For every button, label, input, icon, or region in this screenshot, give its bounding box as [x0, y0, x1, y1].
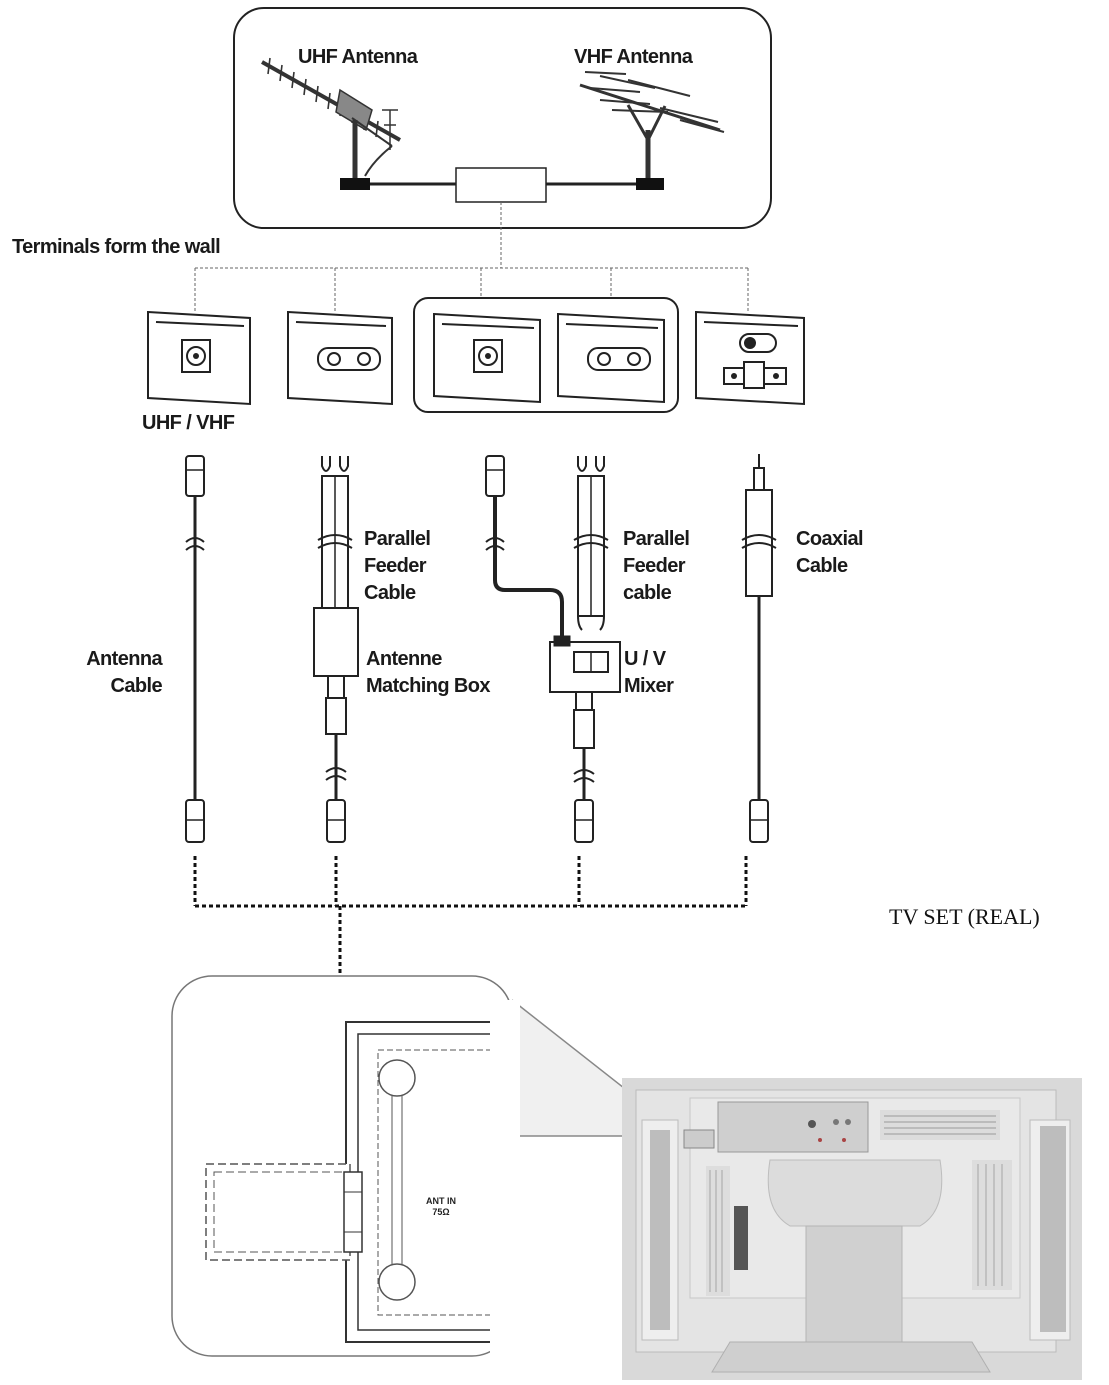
wall-terminal-coaxial: [695, 310, 805, 406]
connection-bus: [193, 856, 748, 976]
uhf-antenna-label: UHF Antenna: [298, 46, 418, 68]
uv-mixer-cables-icon: [485, 455, 621, 843]
wall-terminal-vhf: [557, 312, 665, 404]
tv-set-label: TV SET (REAL): [889, 904, 1040, 929]
parallel-feeder-cable-label-1: Parallel Feeder Cable: [364, 528, 431, 604]
wall-terminal-feeder: [287, 310, 393, 406]
uhf-antenna-icon: [261, 57, 401, 182]
uv-mixer-label: U / V Mixer: [624, 648, 674, 697]
ant-in-label: ANT IN 75Ω: [426, 1196, 456, 1217]
vhf-antenna-label: VHF Antenna: [574, 46, 693, 68]
antenna-cable-icon: [185, 455, 205, 843]
coaxial-cable-label: Coaxial Cable: [796, 528, 864, 577]
wall-terminals-label: Terminals form the wall: [12, 236, 221, 258]
antenna-feed-line: [340, 167, 664, 203]
zoom-callout: [171, 975, 686, 1357]
uhf-vhf-terminal-label: UHF / VHF: [142, 412, 235, 434]
terminal-group-box: [413, 297, 679, 413]
antenna-matching-box-label: Antenne Matching Box: [366, 648, 491, 697]
antenna-box: [233, 7, 772, 229]
vhf-antenna-icon: [579, 71, 725, 182]
wall-terminal-uhf: [433, 312, 541, 404]
feeder-cable-matching-box-icon: [313, 456, 359, 843]
wall-terminal-uhf-vhf: [147, 310, 251, 406]
distribution-lines: [194, 202, 749, 312]
parallel-feeder-cable-label-2: Parallel Feeder cable: [623, 528, 690, 604]
coaxial-cable-icon: [741, 454, 777, 843]
tv-rear-image: [622, 1078, 1082, 1380]
antenna-cable-label: Antenna Cable: [86, 648, 162, 697]
